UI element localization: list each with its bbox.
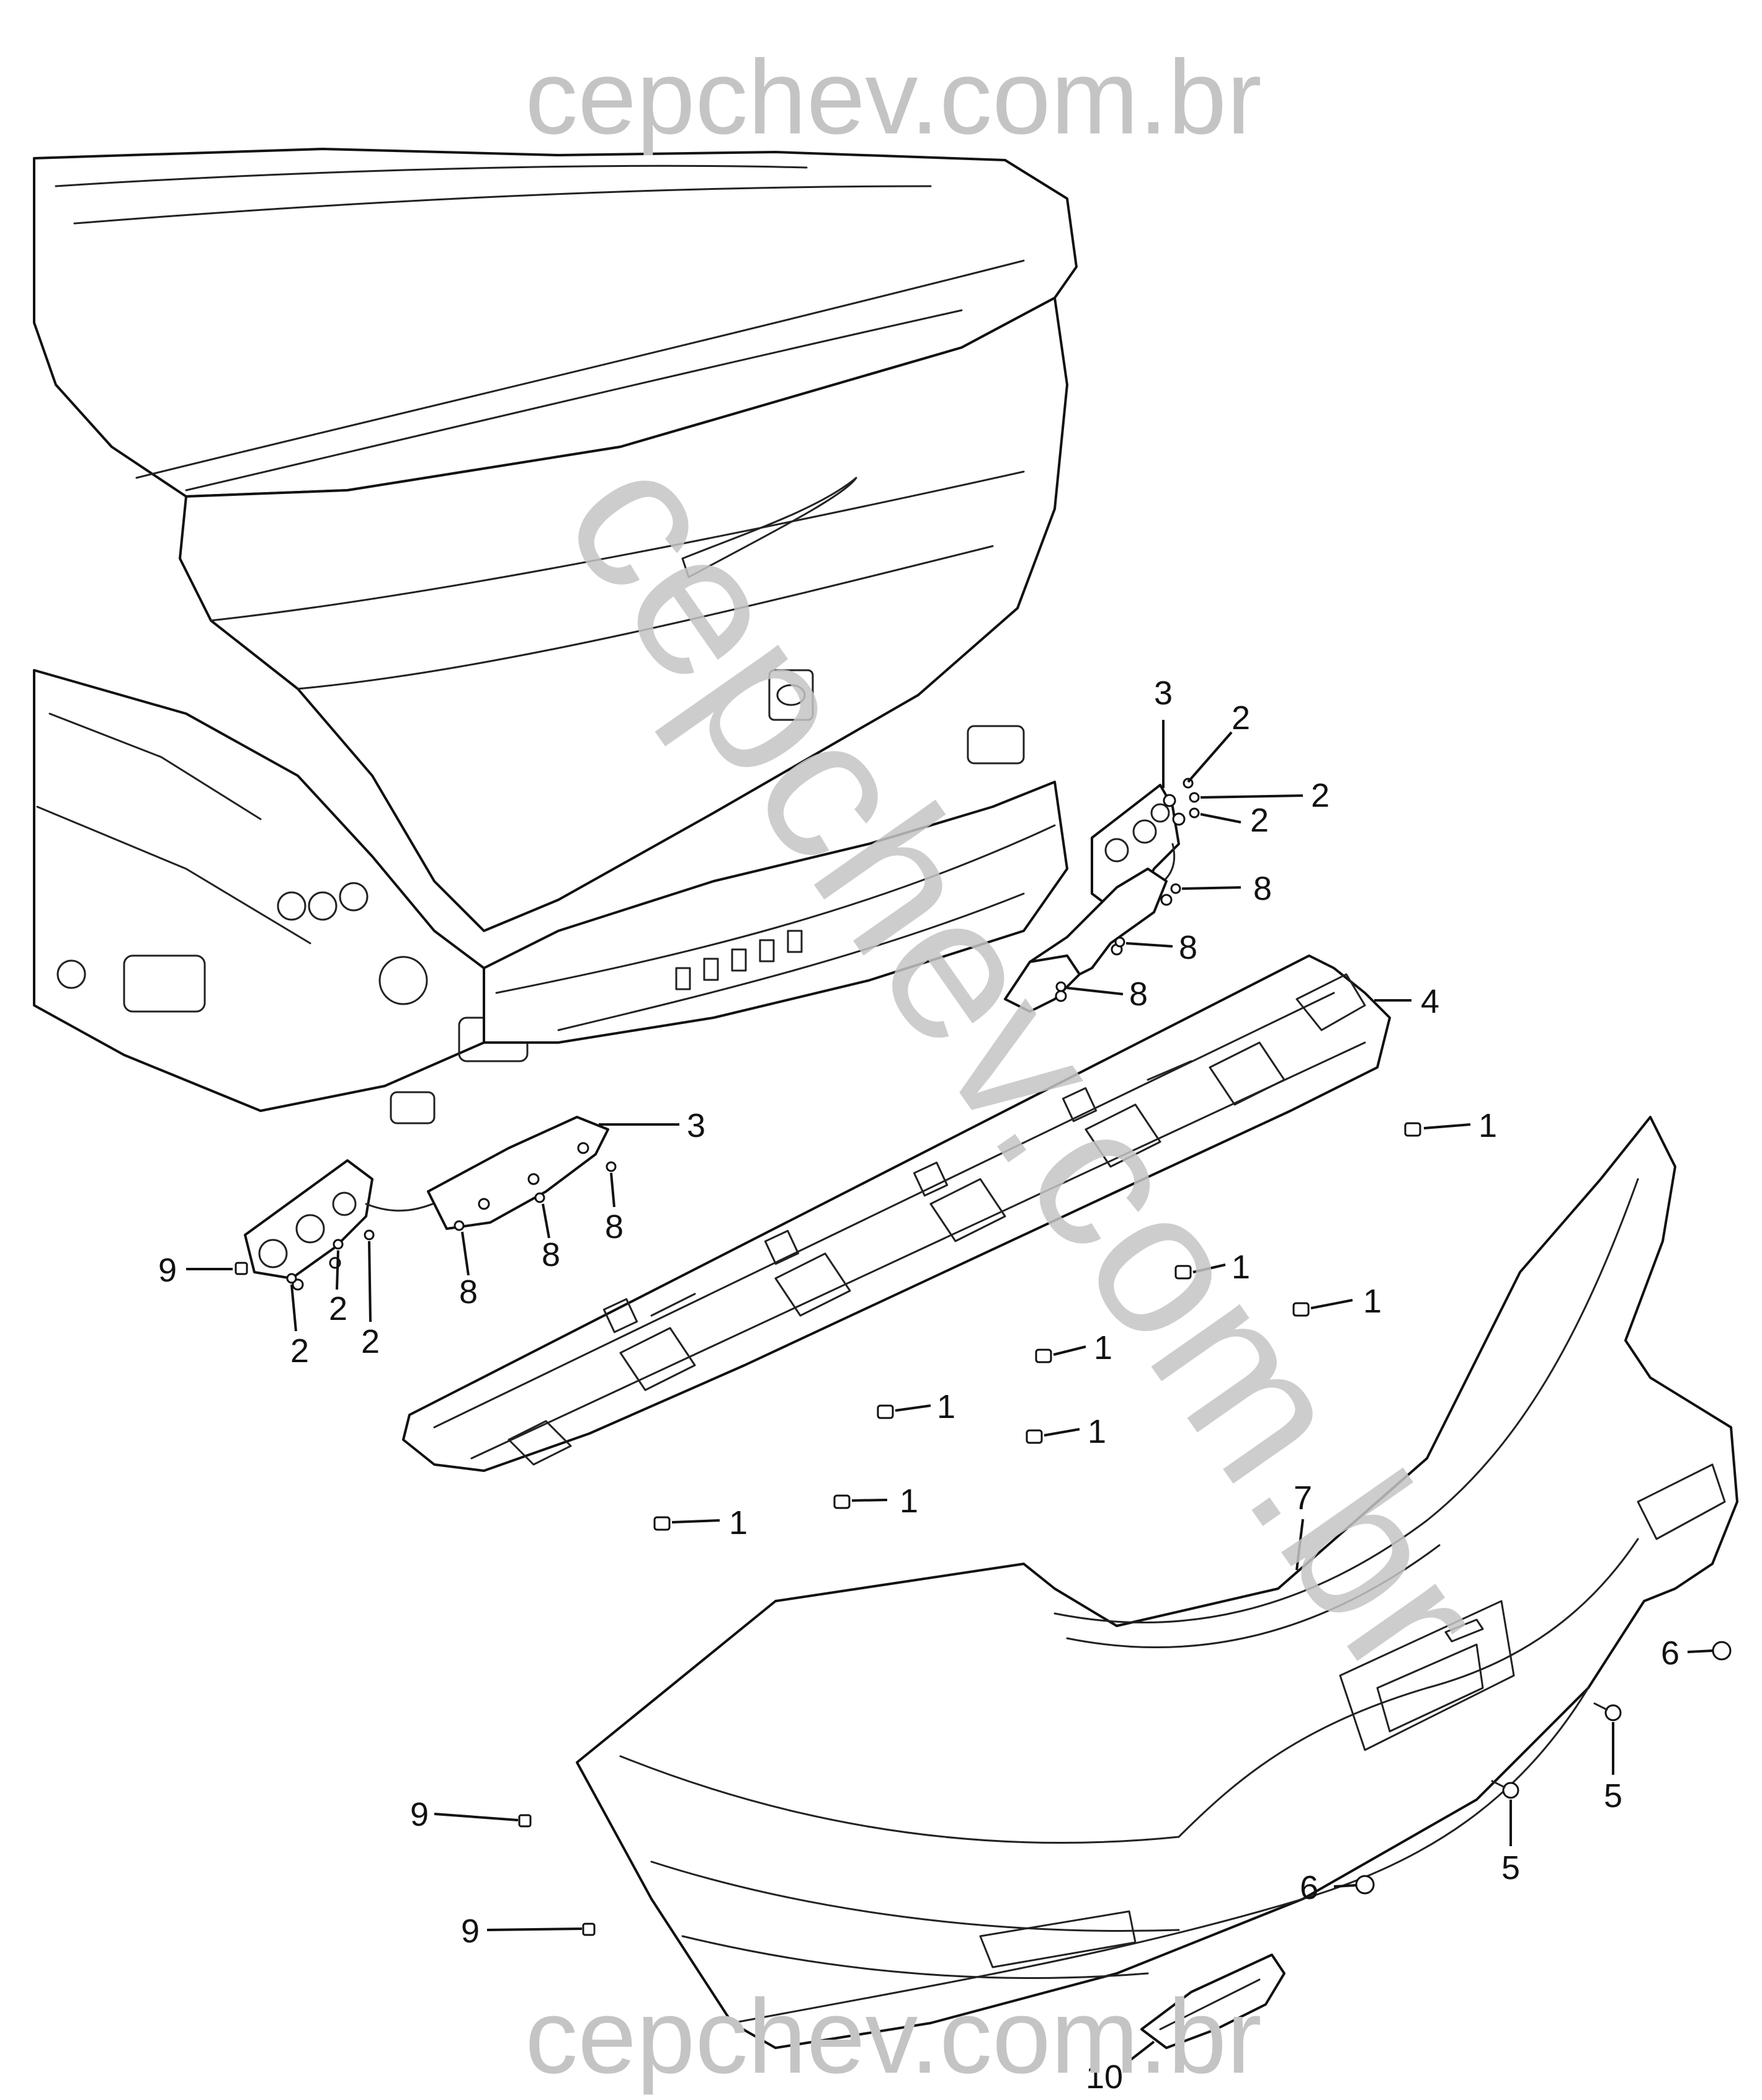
leader-lines [186,720,1713,2065]
watermark-bottom: cepchev.com.br [525,1978,1261,2096]
callout-2: 2 [329,1290,347,1327]
fasteners [235,778,1732,1936]
callout-9: 9 [158,1252,177,1289]
callout-1: 1 [1232,1249,1250,1286]
callout-1: 1 [1088,1413,1106,1450]
callout-1: 1 [1478,1107,1497,1144]
vehicle-rear-body [33,148,1078,1124]
callout-6: 6 [1300,1869,1318,1906]
callout-1: 1 [1094,1329,1112,1366]
callout-1: 1 [729,1504,748,1541]
watermark-top: cepchev.com.br [525,38,1261,156]
callout-8: 8 [542,1236,560,1273]
callout-3: 3 [1154,675,1173,712]
callout-8: 8 [1179,929,1197,966]
callout-5: 5 [1501,1849,1520,1887]
callout-9: 9 [461,1913,480,1950]
callout-10: 10 [1086,2058,1123,2096]
callout-1: 1 [937,1388,955,1425]
callout-8: 8 [605,1208,624,1245]
energy-absorber [402,954,1391,1472]
callout-labels: 3 2 2 2 8 8 8 4 3 1 9 8 8 8 2 2 2 1 1 1 … [158,675,1679,2096]
callout-9: 9 [410,1796,429,1833]
callout-2: 2 [1311,777,1330,814]
callout-3: 3 [687,1107,705,1144]
callout-2: 2 [361,1323,380,1360]
reflector-trim [1140,1954,1286,2049]
callout-5: 5 [1604,1777,1622,1815]
callout-2: 2 [1232,699,1250,737]
rear-bumper-fascia [576,1116,1738,2049]
callout-8: 8 [459,1273,478,1311]
callout-8: 8 [1129,976,1148,1013]
callout-2: 2 [290,1332,309,1370]
callout-1: 1 [900,1483,918,1520]
bracket-right [1004,784,1186,1013]
callout-7: 7 [1294,1479,1312,1517]
callout-8: 8 [1253,870,1272,907]
callout-4: 4 [1421,983,1439,1020]
bracket-left [244,1116,609,1291]
callout-1: 1 [1363,1283,1382,1320]
callout-2: 2 [1250,802,1269,839]
callout-6: 6 [1661,1635,1679,1672]
